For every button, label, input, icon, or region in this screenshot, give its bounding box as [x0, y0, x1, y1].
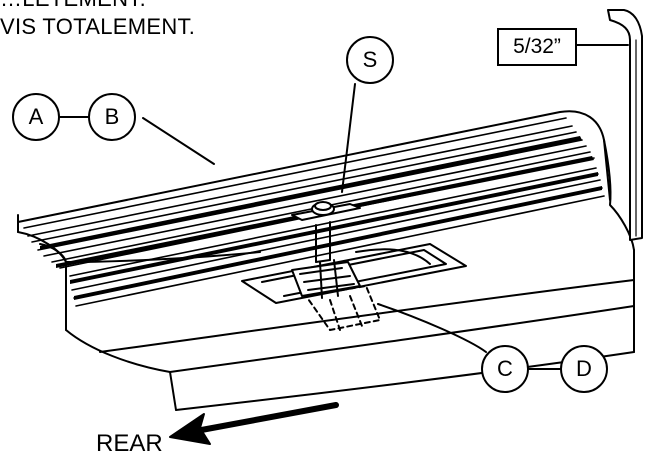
callout-b: B — [88, 93, 136, 141]
arrow-left-icon — [169, 402, 339, 445]
callout-s: S — [346, 36, 394, 84]
screw-assembly — [291, 201, 361, 263]
presser-foot-area — [241, 243, 467, 331]
instruction-line-1: …LÈTEMENT. — [0, 0, 146, 12]
allen-wrench-icon — [576, 9, 643, 241]
callout-c: C — [481, 345, 529, 393]
leader-lines — [56, 83, 561, 370]
instruction-line-2: VIS TOTALEMENT. — [0, 14, 196, 39]
wrench-size-label: 5/32” — [497, 28, 577, 66]
rear-direction-label: REAR — [96, 430, 163, 457]
callout-d: D — [560, 345, 608, 393]
callout-a: A — [12, 93, 60, 141]
